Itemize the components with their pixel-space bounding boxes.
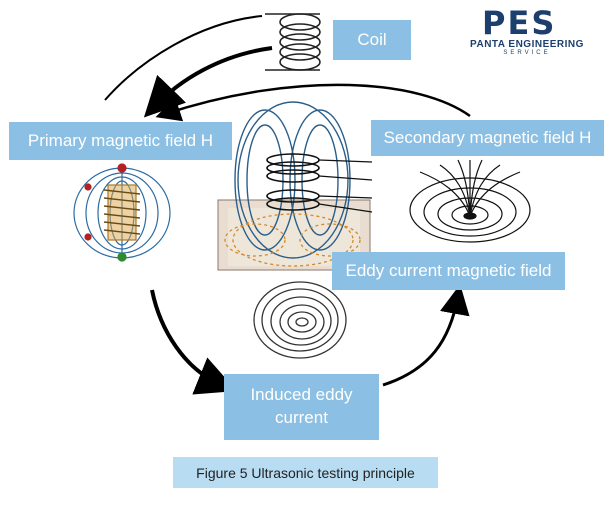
arrow-primary-to-induced bbox=[150, 289, 237, 395]
induced-eddy-current-label: Induced eddy current bbox=[224, 374, 379, 440]
coil-label: Coil bbox=[333, 20, 411, 60]
eddy-current-magnetic-field-label: Eddy current magnetic field bbox=[332, 252, 565, 290]
primary-field-illustration bbox=[73, 163, 171, 262]
logo-mark: PES bbox=[482, 4, 557, 42]
probe-over-specimen-illustration bbox=[217, 101, 373, 271]
logo-company-name: PANTA ENGINEERING bbox=[470, 39, 584, 50]
logo-tagline: SERVICE bbox=[503, 50, 551, 56]
eddy-current-swirl-illustration bbox=[253, 281, 347, 359]
primary-magnetic-field-label: Primary magnetic field H bbox=[9, 122, 232, 160]
arrow-coil-to-primary bbox=[104, 15, 263, 101]
company-logo: PES PANTA ENGINEERING SERVICE bbox=[454, 4, 600, 56]
arrow-induced-to-eddy-field bbox=[382, 284, 470, 387]
coil-illustration bbox=[265, 13, 321, 71]
induced-eddy-current-line-2: current bbox=[275, 408, 328, 427]
arrow-coil-to-primary-bold bbox=[143, 46, 273, 118]
figure-caption: Figure 5 Ultrasonic testing principle bbox=[173, 457, 438, 488]
secondary-field-illustration bbox=[409, 159, 531, 243]
secondary-magnetic-field-label: Secondary magnetic field H bbox=[371, 120, 604, 156]
induced-eddy-current-line-1: Induced eddy bbox=[250, 385, 353, 405]
arrow-secondary-to-primary bbox=[155, 83, 471, 122]
